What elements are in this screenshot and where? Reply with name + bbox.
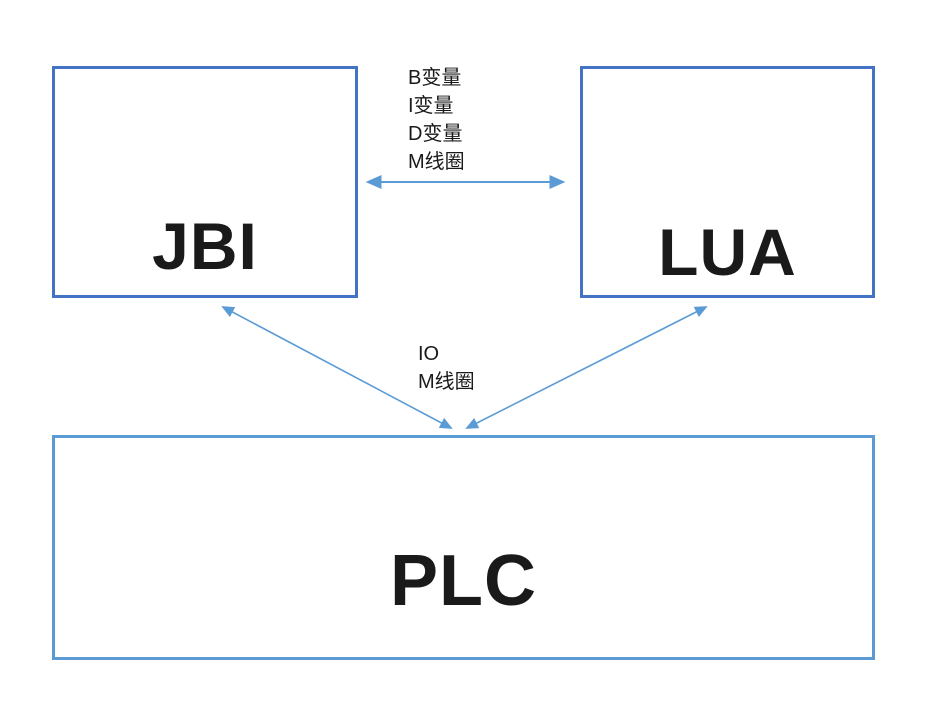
plc-box: PLC bbox=[52, 435, 875, 660]
lua-plc-arrow bbox=[465, 306, 708, 429]
top-arrow-label-line: M线圈 bbox=[408, 151, 465, 173]
plc-label: PLC bbox=[390, 541, 537, 621]
top-arrow-label-line: I变量 bbox=[408, 95, 454, 117]
bottom-arrow-label-line: M线圈 bbox=[418, 371, 475, 393]
jbi-box: JBI bbox=[52, 66, 358, 298]
jbi-label: JBI bbox=[152, 209, 258, 283]
jbi-plc-arrow bbox=[221, 306, 453, 429]
bottom-arrow-label-line: IO bbox=[418, 343, 440, 365]
lua-box: LUA bbox=[580, 66, 875, 298]
top-arrow-label-line: B变量 bbox=[408, 67, 462, 89]
top-arrow-label-line: D变量 bbox=[408, 123, 463, 145]
top-arrow-labels: B变量 I变量 D变量 M线圈 bbox=[408, 64, 465, 176]
bottom-arrow-labels: IO M线圈 bbox=[418, 340, 475, 396]
lua-label: LUA bbox=[658, 215, 797, 289]
